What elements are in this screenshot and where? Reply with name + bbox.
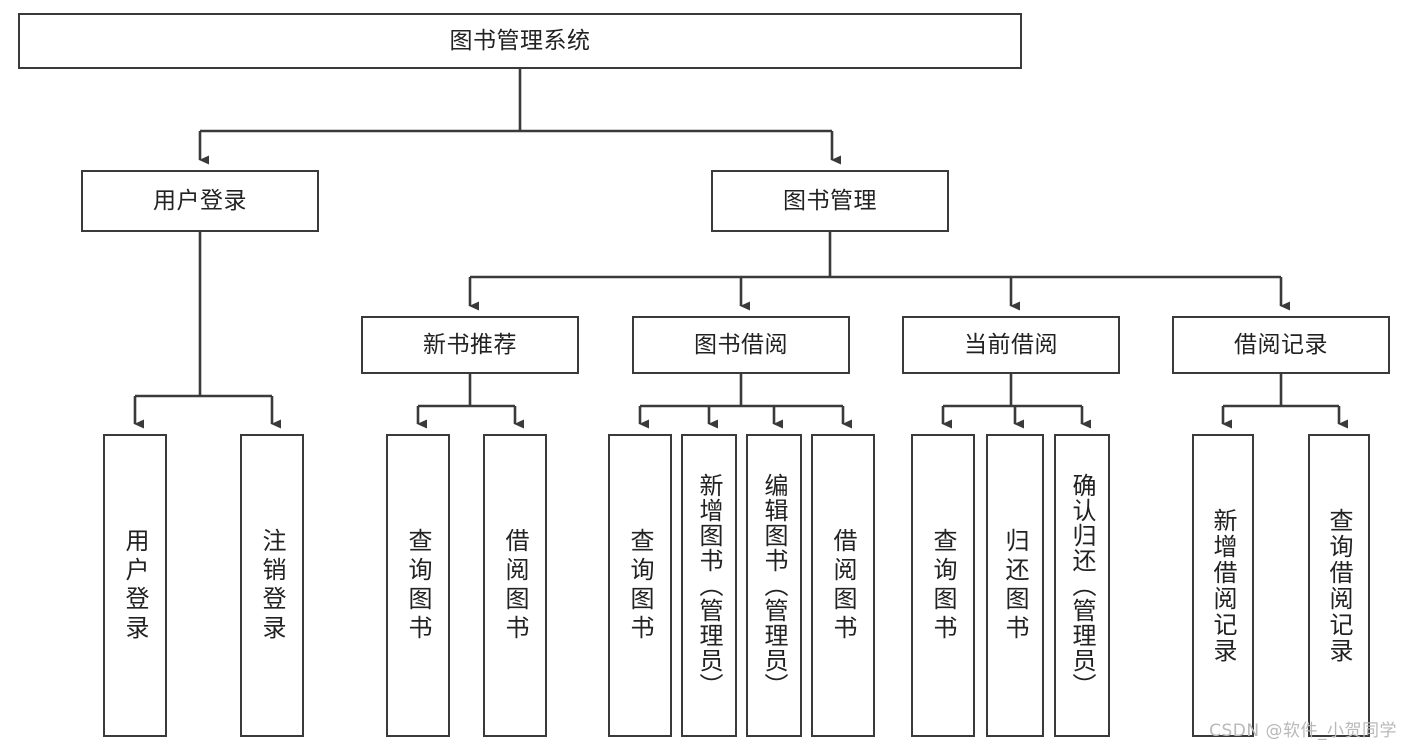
node-user-login-label: 用户登录 [153, 187, 247, 214]
edge-borrowrecord-to-leaves [1221, 374, 1348, 429]
node-leaf-query-book-current[interactable]: 查询图书 [911, 434, 975, 737]
csdn-watermark: CSDN @软件_小贺同学 [1209, 721, 1397, 741]
edge-bookborrow-to-leaves [638, 374, 852, 429]
node-root-label: 图书管理系统 [449, 27, 591, 54]
node-leaf-return-book-label: 归还图书 [1001, 527, 1029, 644]
edge-userlogin-to-leaves [133, 232, 281, 429]
node-leaf-add-borrow-record-label: 新增借阅记录 [1209, 507, 1237, 664]
node-leaf-add-book-admin[interactable]: 新增图书（管理员） [681, 434, 737, 737]
node-root[interactable]: 图书管理系统 [18, 13, 1022, 69]
node-borrow-record[interactable]: 借阅记录 [1172, 316, 1390, 374]
node-user-login[interactable]: 用户登录 [81, 170, 319, 232]
node-leaf-query-book-borrow[interactable]: 查询图书 [608, 434, 672, 737]
edge-currentborrow-to-leaves [941, 374, 1091, 429]
node-leaf-query-book-recommend[interactable]: 查询图书 [386, 434, 450, 737]
node-borrow-record-label: 借阅记录 [1234, 331, 1328, 358]
node-leaf-borrow-book[interactable]: 借阅图书 [811, 434, 875, 737]
node-leaf-user-login-label: 用户登录 [121, 527, 149, 644]
node-leaf-borrow-book-recommend-label: 借阅图书 [501, 527, 529, 644]
edge-root-to-level2 [198, 69, 841, 165]
node-book-manage-label: 图书管理 [783, 187, 877, 214]
node-leaf-return-book[interactable]: 归还图书 [986, 434, 1044, 737]
edge-newbook-to-leaves [416, 374, 524, 429]
node-leaf-logout[interactable]: 注销登录 [240, 434, 304, 737]
node-book-borrow-label: 图书借阅 [694, 331, 788, 358]
node-leaf-query-book-borrow-label: 查询图书 [626, 527, 654, 644]
node-new-book-recommend-label: 新书推荐 [423, 331, 517, 358]
node-book-borrow[interactable]: 图书借阅 [632, 316, 850, 374]
node-leaf-query-book-recommend-label: 查询图书 [404, 527, 432, 644]
node-current-borrow[interactable]: 当前借阅 [902, 316, 1120, 374]
node-current-borrow-label: 当前借阅 [964, 331, 1058, 358]
edge-bookmanage-to-level3 [468, 232, 1290, 311]
node-leaf-confirm-return-admin-label: 确认归还（管理员） [1068, 473, 1096, 698]
node-leaf-borrow-book-label: 借阅图书 [829, 527, 857, 644]
node-leaf-add-book-admin-label: 新增图书（管理员） [695, 473, 723, 698]
node-leaf-edit-book-admin-label: 编辑图书（管理员） [760, 473, 788, 698]
node-leaf-edit-book-admin[interactable]: 编辑图书（管理员） [746, 434, 802, 737]
node-leaf-query-borrow-record-label: 查询借阅记录 [1325, 507, 1353, 664]
node-book-manage[interactable]: 图书管理 [711, 170, 949, 232]
node-leaf-query-borrow-record[interactable]: 查询借阅记录 [1308, 434, 1370, 737]
node-leaf-logout-label: 注销登录 [258, 527, 286, 644]
node-leaf-borrow-book-recommend[interactable]: 借阅图书 [483, 434, 547, 737]
node-leaf-user-login[interactable]: 用户登录 [103, 434, 167, 737]
node-leaf-query-book-current-label: 查询图书 [929, 527, 957, 644]
node-leaf-add-borrow-record[interactable]: 新增借阅记录 [1192, 434, 1254, 737]
node-leaf-confirm-return-admin[interactable]: 确认归还（管理员） [1054, 434, 1110, 737]
node-new-book-recommend[interactable]: 新书推荐 [361, 316, 579, 374]
